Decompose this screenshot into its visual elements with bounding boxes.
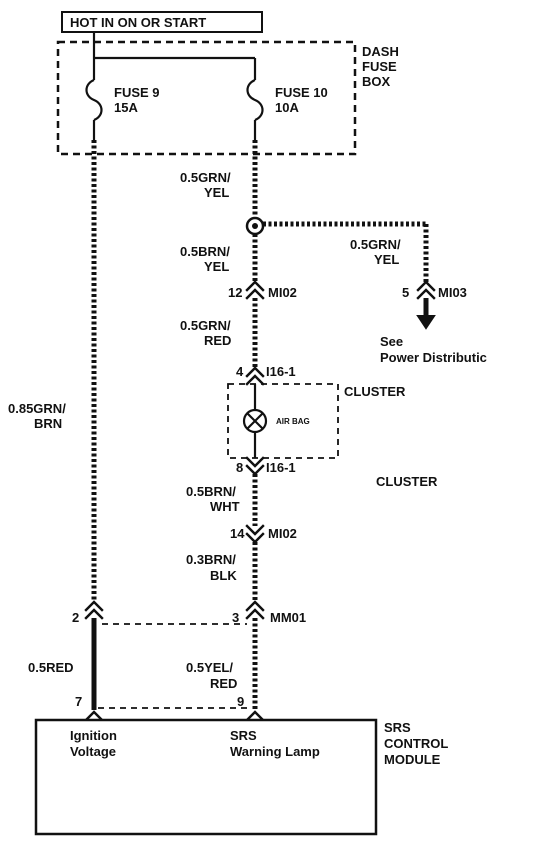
fuse-box-label-2: FUSE — [362, 59, 397, 74]
cluster-label-side: CLUSTER — [376, 474, 438, 489]
wire-brn-yel-label-1: 0.5BRN/ — [180, 244, 230, 259]
i16-connector-top — [245, 366, 265, 386]
mi03-name: MI03 — [438, 285, 467, 300]
cluster-box — [227, 383, 339, 459]
wire-grn-yel-label-1: 0.5GRN/ — [180, 170, 231, 185]
module-pin-right: 9 — [237, 694, 244, 709]
mi02-name-top: MI02 — [268, 285, 297, 300]
power-source-label: HOT IN ON OR START — [70, 15, 206, 30]
module-terminal-left — [84, 710, 104, 722]
power-source-box — [61, 11, 263, 33]
i16-pin-bottom: 8 — [236, 460, 243, 475]
fuse-10-rating: 10A — [275, 100, 299, 115]
pin9-label-1: SRS — [230, 728, 257, 743]
wire-yel-red-label-1: 0.5YEL/ — [186, 660, 233, 675]
mi03-pin: 5 — [402, 285, 409, 300]
mi02-pin-top: 12 — [228, 285, 242, 300]
wire-grn-red-label-1: 0.5GRN/ — [180, 318, 231, 333]
see-note-line1: See — [380, 334, 403, 349]
see-arrow-icon — [416, 315, 436, 330]
fuse-box-label-1: DASH — [362, 44, 399, 59]
wire-branch-label-2: YEL — [374, 252, 399, 267]
fuse-9-name: FUSE 9 — [114, 85, 160, 100]
i16-name-top: I16-1 — [266, 364, 296, 379]
wire-yel-red-label-2: RED — [210, 676, 237, 691]
wire-brn-yel-label-2: YEL — [204, 259, 229, 274]
mm01-pin-right: 3 — [232, 610, 239, 625]
wire-brn-blk-label-2: BLK — [210, 568, 237, 583]
srs-control-module — [34, 718, 378, 836]
i16-connector-bottom — [245, 456, 265, 476]
dash-fuse-box — [56, 40, 357, 156]
fuse-9-rating: 15A — [114, 100, 138, 115]
fuse-box-label-3: BOX — [362, 74, 391, 89]
mi03-connector — [416, 280, 436, 300]
cluster-label-top: CLUSTER — [344, 384, 406, 399]
module-name-1: SRS — [384, 720, 411, 735]
pin7-label-1: Ignition — [70, 728, 117, 743]
mi02-name-bottom: MI02 — [268, 526, 297, 541]
module-name-2: CONTROL — [384, 736, 448, 751]
see-note-line2: Power Distributic — [380, 350, 487, 365]
wire-brn-blk-label-1: 0.3BRN/ — [186, 552, 236, 567]
fuse-10-name: FUSE 10 — [275, 85, 328, 100]
pin9-label-2: Warning Lamp — [230, 744, 320, 759]
wire-grn-yel-label-2: YEL — [204, 185, 229, 200]
wire-grn-red-label-2: RED — [204, 333, 231, 348]
fuse-10-symbol — [246, 78, 264, 122]
mi02-connector-bottom — [245, 524, 265, 544]
wire-brn-wht-label-1: 0.5BRN/ — [186, 484, 236, 499]
wire-brn-wht-label-2: WHT — [210, 499, 240, 514]
mm01-pin-left: 2 — [72, 610, 79, 625]
module-terminal-right — [245, 710, 265, 722]
module-pin-left: 7 — [75, 694, 82, 709]
wire-grn-brn-label-1: 0.85GRN/ — [8, 401, 66, 416]
airbag-lamp-label: AIR BAG — [276, 417, 310, 426]
module-name-3: MODULE — [384, 752, 441, 767]
fuse-9-symbol — [85, 78, 103, 122]
mi02-connector-top — [245, 280, 265, 300]
mi02-pin-bottom: 14 — [230, 526, 245, 541]
mm01-name: MM01 — [270, 610, 306, 625]
wire-branch-label-1: 0.5GRN/ — [350, 237, 401, 252]
mm01-connector-right — [245, 600, 265, 620]
i16-name-bottom: I16-1 — [266, 460, 296, 475]
mm01-connector-left — [84, 600, 104, 620]
pin7-label-2: Voltage — [70, 744, 116, 759]
wire-grn-brn-label-2: BRN — [34, 416, 62, 431]
i16-pin-top: 4 — [236, 364, 244, 379]
wire-red-label: 0.5RED — [28, 660, 74, 675]
